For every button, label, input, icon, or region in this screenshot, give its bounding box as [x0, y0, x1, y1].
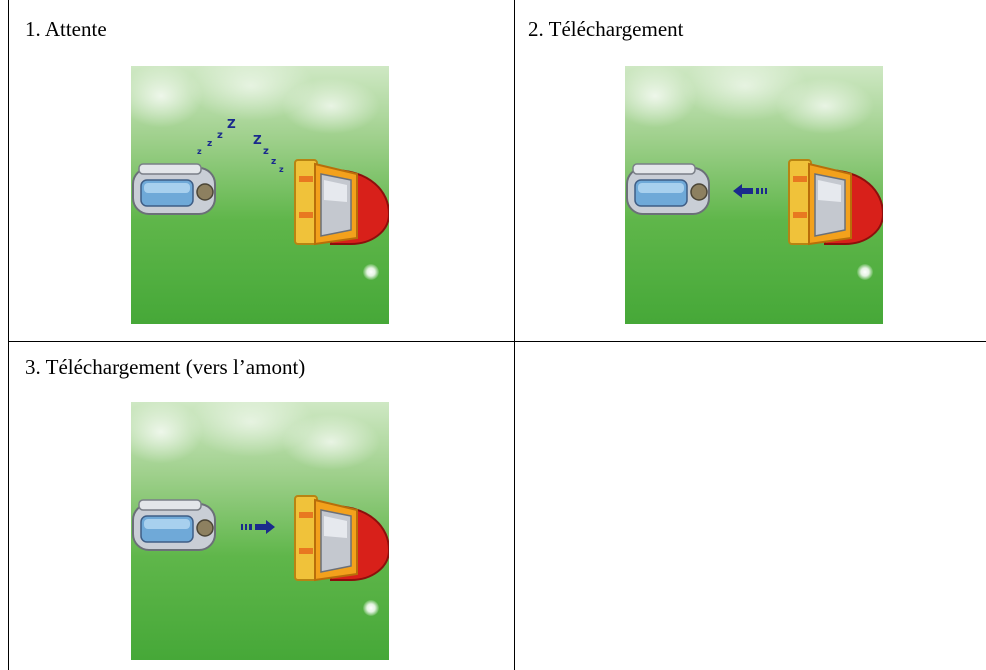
scene-image [131, 402, 389, 660]
svg-text:z: z [217, 130, 223, 141]
sparkle-icon [857, 264, 873, 280]
cell-caption: 3. Téléchargement (vers l’amont) [25, 355, 306, 379]
arrow-right-icon [241, 520, 275, 534]
scene-image: z z z Z Z z z z [131, 66, 389, 324]
computer-icon [294, 159, 389, 246]
svg-text:z: z [263, 146, 269, 157]
media-player-icon [626, 163, 710, 215]
media-player-icon [132, 163, 216, 215]
cell-empty [515, 342, 986, 670]
mode-table: 1. Attente z z z Z Z z z [8, 0, 986, 670]
scene-image [625, 66, 883, 324]
svg-text:z: z [207, 139, 212, 149]
arrow-left-icon [733, 184, 767, 198]
svg-text:z: z [197, 147, 202, 156]
svg-text:z: z [279, 165, 284, 174]
computer-icon [788, 159, 883, 246]
cell-telechargement-amont: 3. Téléchargement (vers l’amont) [9, 342, 514, 670]
media-player-icon [132, 499, 216, 551]
cell-telechargement: 2. Téléchargement [515, 0, 986, 341]
cell-attente: 1. Attente z z z Z Z z z [9, 0, 514, 341]
zzz-sleep-icon: z z z Z Z z z z [197, 117, 284, 174]
svg-text:z: z [271, 157, 276, 167]
computer-icon [294, 495, 389, 582]
cell-caption: 2. Téléchargement [528, 17, 684, 41]
cell-caption: 1. Attente [25, 17, 107, 41]
table-divider-horizontal [9, 341, 986, 342]
svg-text:Z: Z [253, 133, 262, 147]
svg-text:Z: Z [227, 117, 236, 131]
sparkle-icon [363, 600, 379, 616]
sparkle-icon [363, 264, 379, 280]
table-divider-vertical [514, 0, 515, 670]
